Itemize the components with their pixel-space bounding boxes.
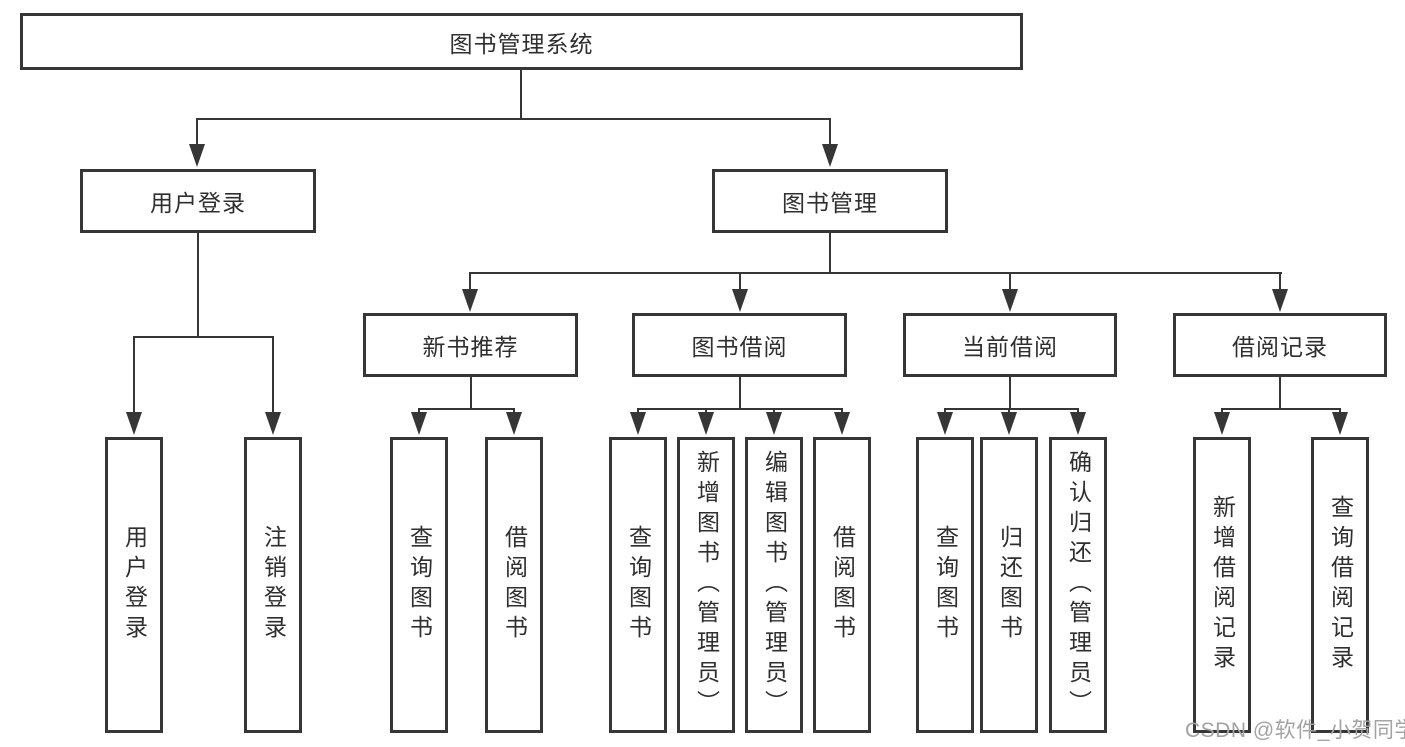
leaf-label: 用户登录 xyxy=(121,525,148,645)
node-new-book-recommendation: 新书推荐 xyxy=(363,313,578,377)
connector-drop-level3 xyxy=(469,272,471,292)
arrow-down-icon xyxy=(937,412,953,435)
connector-drop-level3 xyxy=(739,272,741,292)
connector-hline xyxy=(637,408,843,410)
connector-drop-leaf xyxy=(272,336,274,414)
leaf-user-login: 用户登录 xyxy=(105,437,163,733)
connector-user-hline xyxy=(133,336,274,338)
arrow-down-icon xyxy=(1214,412,1230,435)
node-label: 用户登录 xyxy=(150,190,246,216)
connector-book-hline xyxy=(469,272,1282,274)
leaf-borrow-borrow-books: 借阅图书 xyxy=(813,437,871,733)
arrow-down-icon xyxy=(126,412,142,435)
leaf-label: 借阅图书 xyxy=(501,525,528,645)
leaf-new-borrow-books: 借阅图书 xyxy=(485,437,543,733)
node-user-login: 用户登录 xyxy=(80,169,316,233)
node-current-borrowing: 当前借阅 xyxy=(903,313,1117,377)
arrow-down-icon xyxy=(766,412,782,435)
connector-user-stem xyxy=(197,233,199,337)
leaf-label: 查询借阅记录 xyxy=(1327,495,1354,675)
connector-drop-user-login xyxy=(196,118,198,148)
connector-hline xyxy=(944,408,1079,410)
leaf-label: 注销登录 xyxy=(260,525,287,645)
arrow-down-icon xyxy=(506,412,522,435)
leaf-current-return-books: 归还图书 xyxy=(980,437,1038,733)
leaf-label: 新增借阅记录 xyxy=(1209,495,1236,675)
connector-root-hline xyxy=(196,118,831,120)
node-label: 当前借阅 xyxy=(962,334,1058,360)
leaf-label: 归还图书 xyxy=(996,525,1023,645)
leaf-label: 编辑图书（管理员） xyxy=(761,450,788,720)
node-book-borrowing: 图书借阅 xyxy=(632,313,847,377)
leaf-label: 确认归还（管理员） xyxy=(1065,450,1092,720)
leaf-new-query-books: 查询图书 xyxy=(390,437,448,733)
arrow-down-icon xyxy=(732,289,748,312)
arrow-down-icon xyxy=(1002,289,1018,312)
node-label: 图书借阅 xyxy=(691,334,788,360)
leaf-borrow-edit-books-admin: 编辑图书（管理员） xyxy=(745,437,803,733)
leaf-label: 查询图书 xyxy=(406,525,433,645)
connector-stem xyxy=(1009,377,1011,409)
connector-stem xyxy=(1279,377,1281,409)
leaf-label: 查询图书 xyxy=(625,525,652,645)
node-label: 新书推荐 xyxy=(422,334,519,360)
connector-root-stem xyxy=(520,69,522,119)
arrow-down-icon xyxy=(822,144,838,167)
leaf-record-add-borrow-record: 新增借阅记录 xyxy=(1193,437,1251,733)
connector-drop-level3 xyxy=(1279,272,1281,292)
arrow-down-icon xyxy=(1272,289,1288,312)
node-label: 图书管理 xyxy=(782,190,878,216)
arrow-down-icon xyxy=(462,289,478,312)
arrow-down-icon xyxy=(1332,412,1348,435)
arrow-down-icon xyxy=(1070,412,1086,435)
connector-stem xyxy=(470,377,472,409)
node-label: 借阅记录 xyxy=(1232,334,1328,360)
node-book-management: 图书管理 xyxy=(712,169,948,233)
arrow-down-icon xyxy=(630,412,646,435)
arrow-down-icon xyxy=(1001,412,1017,435)
connector-hline xyxy=(1221,408,1341,410)
watermark: CSDN @软件_小贺同学 xyxy=(1185,719,1405,742)
leaf-borrow-add-books-admin: 新增图书（管理员） xyxy=(677,437,735,733)
connector-drop-leaf xyxy=(133,336,135,414)
leaf-borrow-query-books: 查询图书 xyxy=(609,437,667,733)
leaf-current-confirm-return-admin: 确认归还（管理员） xyxy=(1049,437,1107,733)
leaf-record-query-borrow-record: 查询借阅记录 xyxy=(1311,437,1369,733)
connector-book-stem xyxy=(829,233,831,273)
leaf-label: 查询图书 xyxy=(932,525,959,645)
arrow-down-icon xyxy=(411,412,427,435)
arrow-down-icon xyxy=(834,412,850,435)
leaf-label: 新增图书（管理员） xyxy=(693,450,720,720)
connector-stem xyxy=(739,377,741,409)
node-label: 图书管理系统 xyxy=(449,30,594,57)
node-borrowing-records: 借阅记录 xyxy=(1173,313,1387,377)
arrow-down-icon xyxy=(189,144,205,167)
connector-drop-level3 xyxy=(1009,272,1011,292)
connector-drop-book-management xyxy=(829,118,831,148)
node-library-management-system: 图书管理系统 xyxy=(20,13,1023,70)
leaf-label: 借阅图书 xyxy=(829,525,856,645)
leaf-logout: 注销登录 xyxy=(244,437,302,733)
arrow-down-icon xyxy=(265,412,281,435)
leaf-current-query-books: 查询图书 xyxy=(916,437,974,733)
connector-hline xyxy=(418,408,515,410)
arrow-down-icon xyxy=(698,412,714,435)
